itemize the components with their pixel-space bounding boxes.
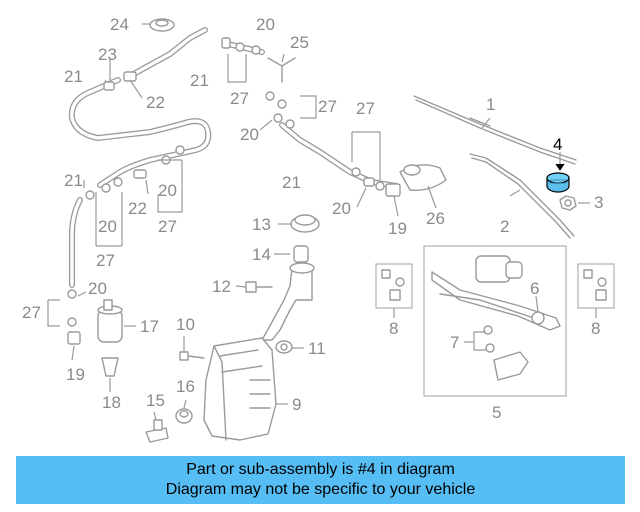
- callout-14: 14: [252, 245, 271, 264]
- info-banner: Part or sub-assembly is #4 in diagram Di…: [16, 456, 625, 504]
- callout-27: 27: [158, 217, 177, 236]
- callout-10: 10: [176, 315, 195, 334]
- callout-15: 15: [146, 391, 165, 410]
- callout-12: 12: [212, 277, 231, 296]
- callout-20: 20: [332, 199, 351, 218]
- bracket-kit-8-right: [577, 263, 615, 309]
- washer-hose-assembly: [68, 27, 399, 288]
- callout-20: 20: [256, 15, 275, 34]
- callout-20: 20: [88, 279, 107, 298]
- grommet-18: [101, 357, 119, 377]
- y-connector-25: [267, 57, 296, 83]
- washer-pump-17: [97, 299, 123, 343]
- callout-19: 19: [388, 219, 407, 238]
- leader-lines: [47, 23, 597, 421]
- bolt-10: [179, 351, 205, 361]
- callout-24: 24: [110, 15, 129, 34]
- wiper-blade-1: [413, 95, 577, 165]
- wiper-linkage-5: [423, 245, 567, 397]
- parts-diagram: 24 20 25 23 21 21 22 27 27 20 27 21 20 1…: [22, 15, 615, 443]
- callout-6: 6: [530, 279, 539, 298]
- bracket-kit-8-left: [375, 263, 413, 309]
- grommet-11: [275, 340, 293, 354]
- filler-tube: [261, 262, 315, 341]
- clip-19b: [67, 331, 81, 345]
- banner-line-disclaimer: Diagram may not be specific to your vehi…: [165, 481, 476, 498]
- callout-3: 3: [594, 193, 603, 212]
- callout-1: 1: [486, 95, 495, 114]
- callout-labels: 24 20 25 23 21 21 22 27 27 20 27 21 20 1…: [22, 15, 603, 422]
- callout-27: 27: [96, 251, 115, 270]
- wiper-arm-2: [469, 153, 575, 239]
- callout-17: 17: [140, 317, 159, 336]
- callout-21: 21: [64, 171, 83, 190]
- callout-8: 8: [389, 319, 398, 338]
- callout-22: 22: [128, 199, 147, 218]
- callout-21: 21: [64, 67, 83, 86]
- callout-25: 25: [290, 33, 309, 52]
- callout-8: 8: [591, 319, 600, 338]
- filler-cap-13: [290, 214, 320, 233]
- callout-20: 20: [158, 181, 177, 200]
- wiper-arm-cap-4: [546, 172, 570, 193]
- callout-20: 20: [98, 217, 117, 236]
- callout-16: 16: [176, 377, 195, 396]
- callout-4: 4: [553, 135, 562, 154]
- callout-27: 27: [356, 99, 375, 118]
- callout-19: 19: [66, 365, 85, 384]
- level-sensor-15: [145, 419, 169, 443]
- wiper-motor: [475, 255, 511, 283]
- clip-19a: [385, 183, 401, 197]
- callout-18: 18: [102, 393, 121, 412]
- callout-7: 7: [450, 333, 459, 352]
- callout-22: 22: [146, 93, 165, 112]
- callout-27: 27: [22, 303, 41, 322]
- callout-23: 23: [98, 45, 117, 64]
- washer-nozzle-26: [399, 164, 447, 191]
- callout-11: 11: [308, 339, 326, 358]
- washer-reservoir-9: [203, 337, 277, 441]
- callout-21: 21: [282, 173, 301, 192]
- callout-27: 27: [318, 97, 337, 116]
- nut-3: [559, 195, 577, 211]
- callout-5: 5: [492, 403, 501, 422]
- grommet-16: [175, 408, 193, 424]
- callout-9: 9: [292, 395, 301, 414]
- callout-26: 26: [426, 209, 445, 228]
- callout-13: 13: [252, 215, 271, 234]
- check-valve-23: [123, 71, 137, 82]
- callout-2: 2: [500, 217, 509, 236]
- callout-20: 20: [240, 125, 259, 144]
- filler-neck-14: [293, 245, 309, 263]
- bolt-12: [245, 281, 273, 293]
- callout-27: 27: [230, 89, 249, 108]
- callout-21: 21: [190, 71, 209, 90]
- banner-line-part: Part or sub-assembly is #4 in diagram: [186, 461, 455, 478]
